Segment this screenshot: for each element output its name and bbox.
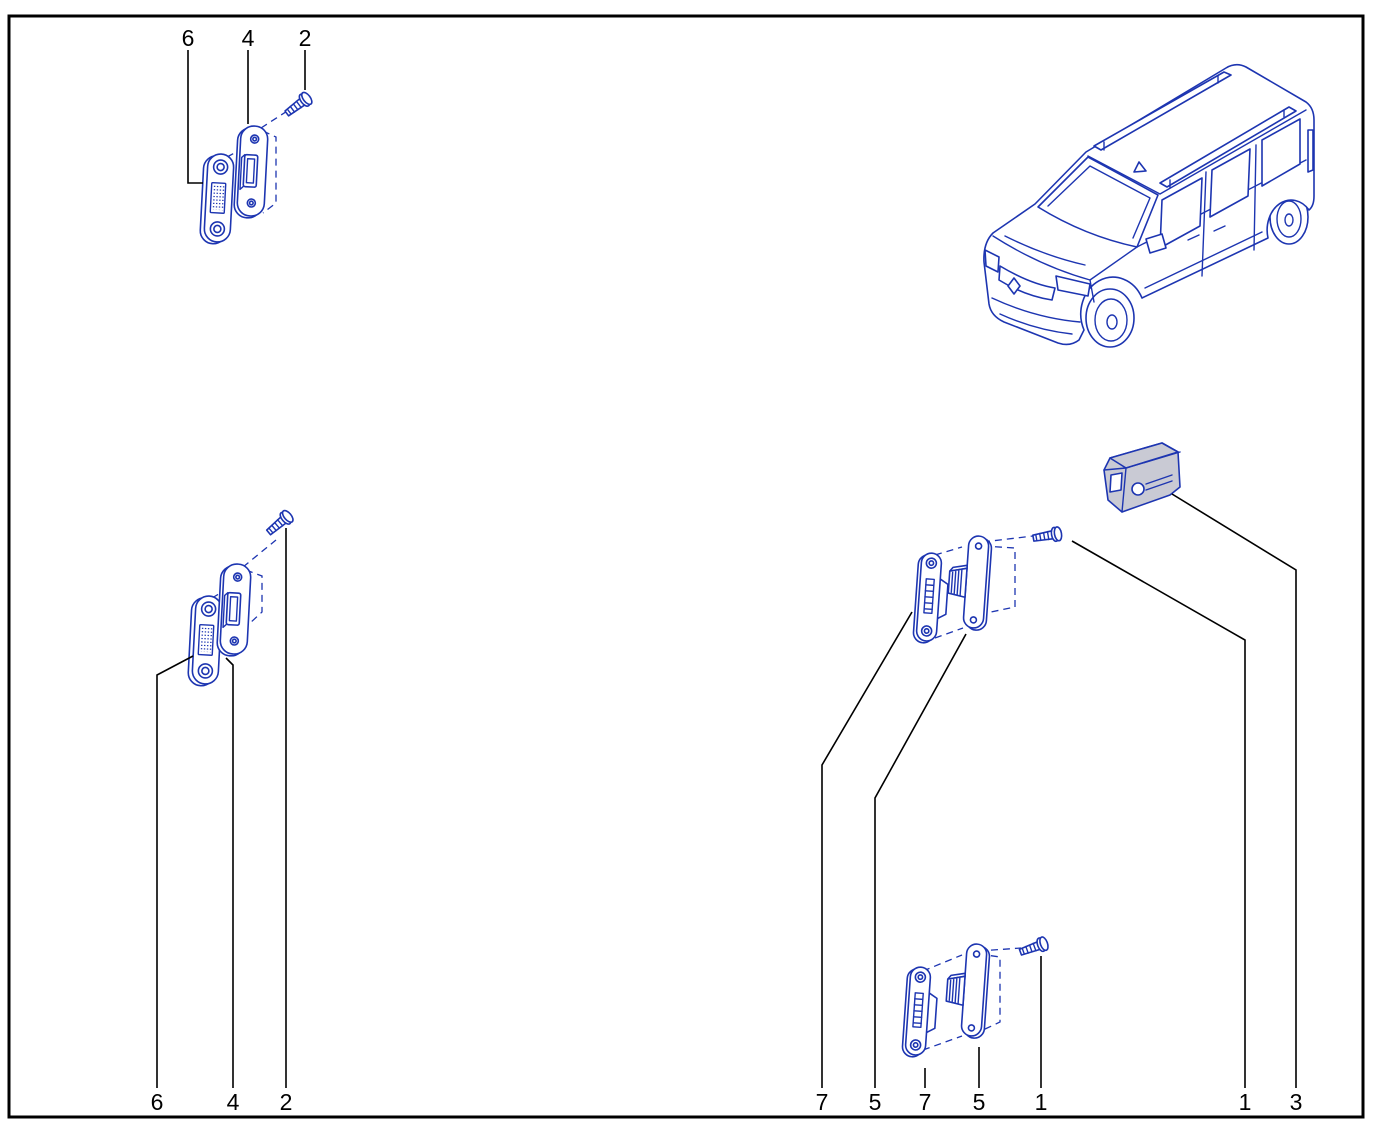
part-2-screw bbox=[263, 507, 296, 539]
alignment-dash-plates-bottom bbox=[922, 1035, 963, 1051]
bottom-left-assembly bbox=[186, 507, 296, 688]
part-5-block-plate bbox=[944, 533, 994, 632]
callout-bottom-1a: 1 bbox=[1035, 1089, 1048, 1115]
leader-lines bbox=[156, 50, 1297, 1088]
van-sliding-door-window bbox=[1209, 148, 1251, 218]
callout-bottom-5a: 5 bbox=[869, 1089, 882, 1115]
alignment-dash-plates-top bbox=[922, 954, 963, 972]
leader-middle-5 bbox=[874, 633, 967, 1088]
alignment-dash bbox=[245, 569, 263, 625]
part-2-screw bbox=[281, 89, 315, 120]
alignment-dash bbox=[982, 545, 1016, 614]
part-5-block-plate bbox=[942, 941, 992, 1040]
part-4-latch-plate bbox=[215, 562, 253, 658]
van-mirror bbox=[1145, 233, 1167, 254]
van-door-handles bbox=[1187, 225, 1226, 241]
callout-bottom-5b: 5 bbox=[973, 1089, 986, 1115]
callout-top-4: 4 bbox=[242, 25, 255, 51]
alignment-dash bbox=[262, 130, 277, 214]
van-front-hub bbox=[1106, 314, 1118, 330]
cover-edges bbox=[1103, 451, 1181, 513]
van-headlight-right bbox=[1055, 275, 1091, 297]
van-rear-window bbox=[1261, 118, 1301, 187]
van-roof-rail-right bbox=[1159, 106, 1297, 188]
cover-boss bbox=[1131, 482, 1145, 496]
part-1-screw bbox=[1031, 525, 1064, 546]
van-rear-rim bbox=[1276, 200, 1302, 238]
bottom-right-assembly bbox=[901, 935, 1051, 1060]
van-front-door-window bbox=[1159, 177, 1203, 249]
van-logo-icon bbox=[1007, 277, 1021, 295]
leader-cover-3 bbox=[1171, 493, 1297, 1088]
leader-middle-7 bbox=[821, 611, 913, 1088]
right-middle-assembly bbox=[912, 525, 1064, 646]
alignment-dash-plates-bottom bbox=[934, 627, 964, 639]
part-7-ribbed-plate bbox=[901, 965, 940, 1060]
alignment-dash-screw bbox=[260, 105, 296, 129]
leader-bottom-4 bbox=[225, 657, 234, 1088]
leader-bottom-6 bbox=[156, 655, 194, 1088]
callout-top-6: 6 bbox=[182, 25, 195, 51]
van-door-lines bbox=[1201, 144, 1257, 277]
van-rail-feet bbox=[1103, 75, 1285, 189]
van-illustration bbox=[983, 63, 1315, 348]
van-sill bbox=[1144, 231, 1263, 289]
van-rear-hub bbox=[1284, 213, 1294, 227]
van-headlight-left bbox=[984, 249, 1000, 273]
van-front-rim bbox=[1094, 298, 1128, 342]
alignment-dash-screw bbox=[242, 539, 277, 568]
callout-bottom-3: 3 bbox=[1290, 1089, 1303, 1115]
part-7-ribbed-plate bbox=[912, 551, 951, 646]
callout-bottom-7b: 7 bbox=[919, 1089, 932, 1115]
part-1-screw bbox=[1017, 935, 1051, 960]
callout-bottom-1b: 1 bbox=[1239, 1089, 1252, 1115]
part-3-cover bbox=[1103, 442, 1181, 513]
part-4-latch-plate bbox=[232, 124, 270, 220]
callout-bottom-7a: 7 bbox=[816, 1089, 829, 1115]
callout-top-2: 2 bbox=[299, 25, 312, 51]
van-bumper bbox=[991, 297, 1081, 335]
callout-bottom-6: 6 bbox=[151, 1089, 164, 1115]
callout-bottom-4: 4 bbox=[227, 1089, 240, 1115]
leader-top-6 bbox=[187, 50, 203, 184]
van-rear-lamp bbox=[1307, 129, 1314, 173]
callout-labels: 6 4 2 6 4 2 7 5 7 5 1 1 3 bbox=[151, 25, 1303, 1115]
van-hood-crease bbox=[1004, 235, 1086, 266]
alignment-dash-screw bbox=[982, 535, 1034, 543]
van-roof-edge bbox=[1087, 109, 1307, 195]
cover-slot bbox=[1109, 472, 1123, 493]
diagram-frame bbox=[7, 14, 1365, 1119]
van-hood-edge bbox=[992, 235, 1138, 281]
van-windshield bbox=[1037, 156, 1159, 248]
top-left-assembly bbox=[198, 89, 315, 246]
van-roof-rail-left bbox=[1093, 71, 1232, 151]
van-antenna bbox=[1133, 161, 1147, 173]
cover-ridges bbox=[1145, 474, 1173, 491]
van-windshield-inner bbox=[1047, 165, 1151, 239]
callout-bottom-2: 2 bbox=[280, 1089, 293, 1115]
leader-middle-1 bbox=[1071, 540, 1246, 1088]
alignment-dash-plates-top bbox=[934, 546, 963, 556]
part-6-grid-plate bbox=[198, 152, 236, 246]
alignment-dash bbox=[978, 953, 1001, 1031]
